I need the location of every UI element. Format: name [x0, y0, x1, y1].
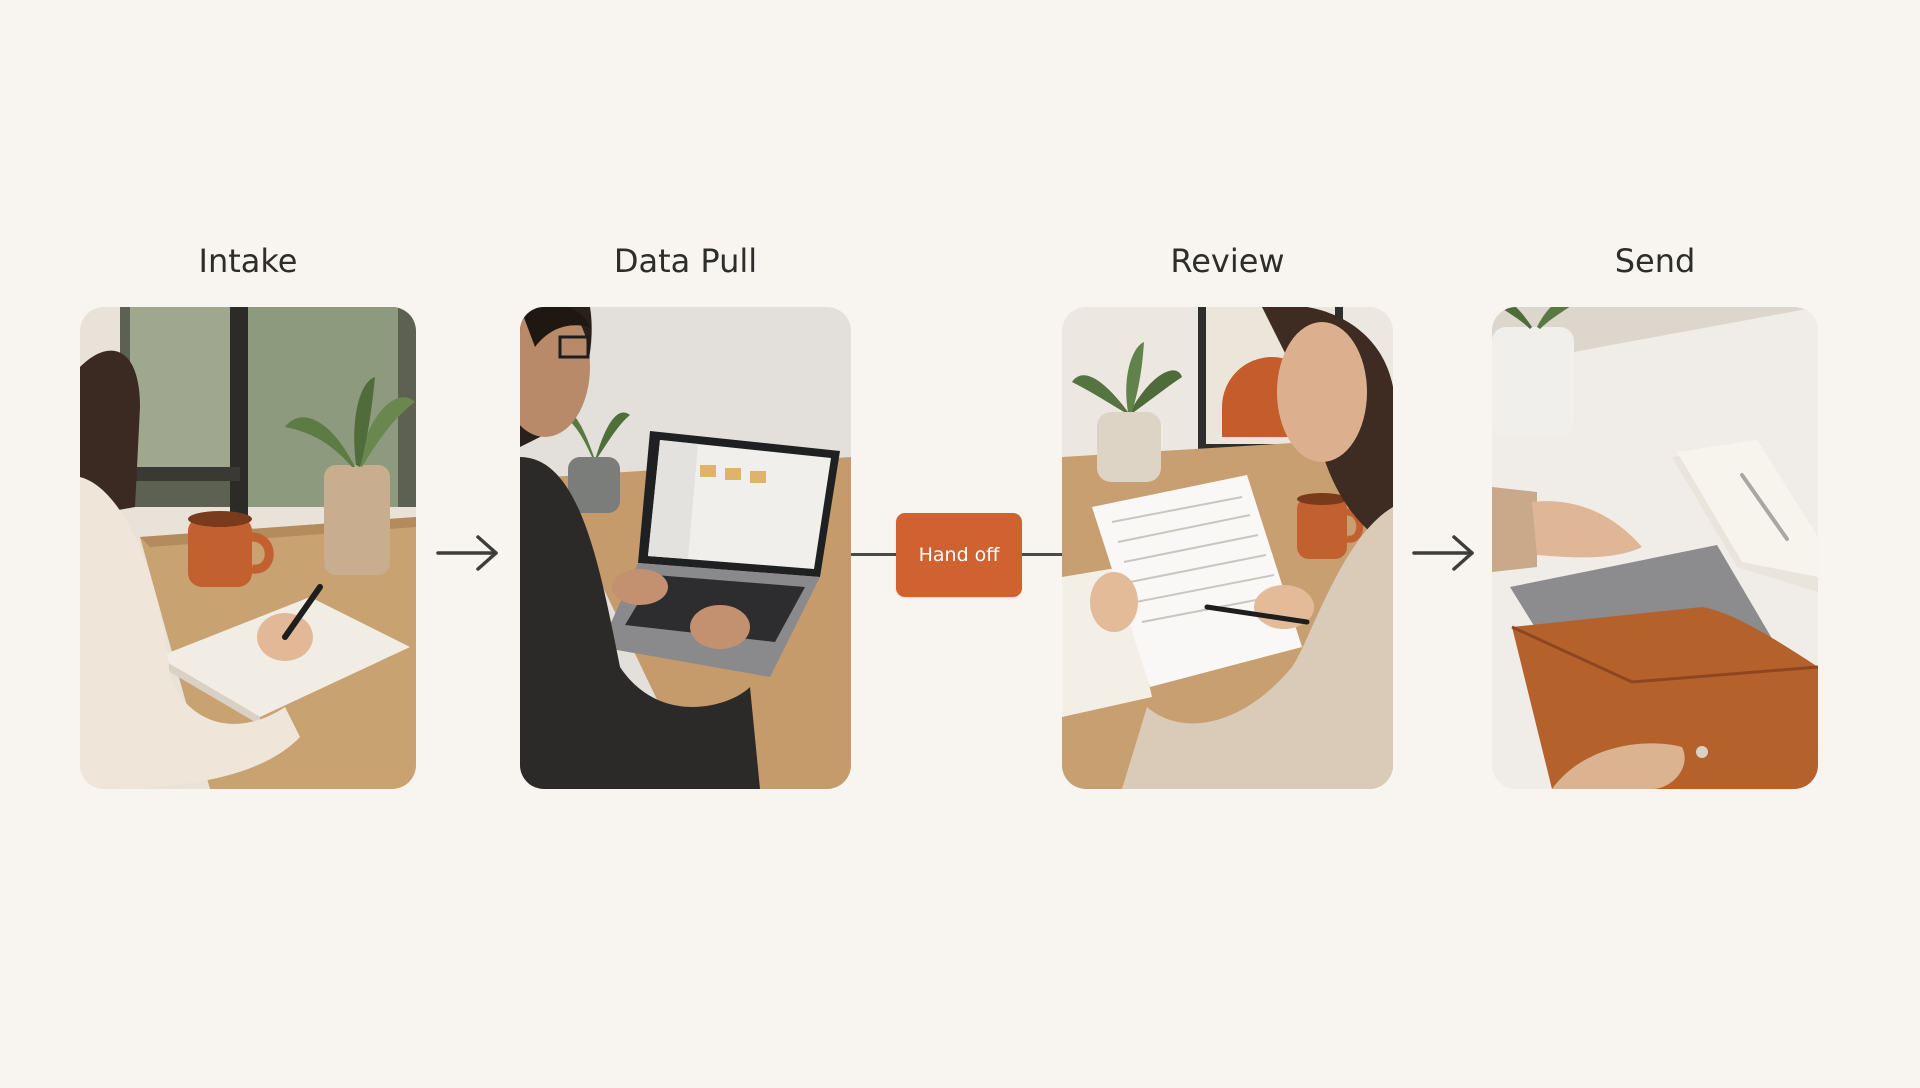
connector-line-right: [1022, 553, 1062, 556]
arrow-right-icon: [1412, 535, 1474, 571]
intake-photo: [80, 307, 416, 789]
stage-title-send: Send: [1614, 242, 1696, 280]
stage-title-review: Review: [1170, 242, 1285, 280]
stage-title-intake: Intake: [198, 242, 298, 280]
review-photo: [1062, 307, 1393, 789]
data-pull-photo: [520, 307, 851, 789]
hand-off-badge: Hand off: [896, 513, 1022, 597]
send-photo: [1492, 307, 1818, 789]
stage-title-data-pull: Data Pull: [613, 242, 758, 280]
arrow-right-icon: [436, 535, 498, 571]
connector-line-left: [851, 553, 896, 556]
